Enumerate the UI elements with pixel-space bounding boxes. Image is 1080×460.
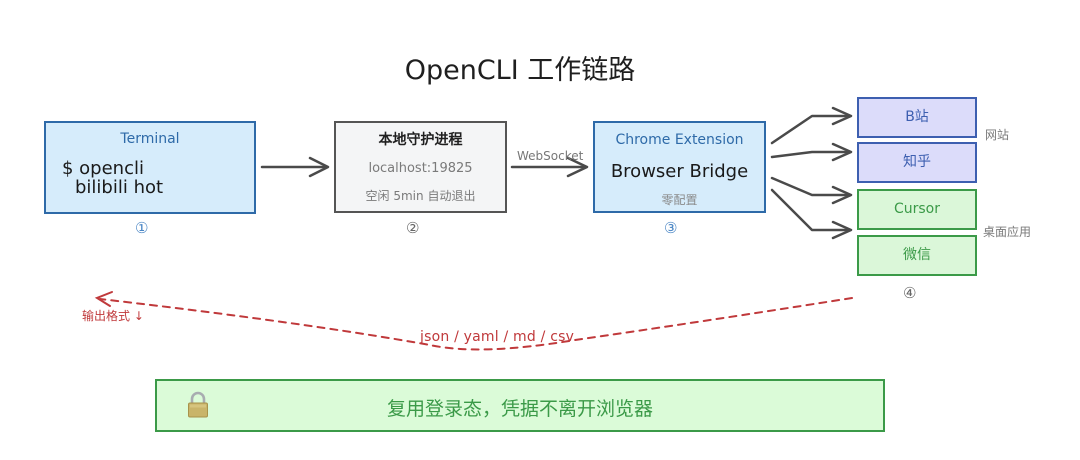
extension-name: Browser Bridge [610, 161, 749, 182]
arrow-head-terminal-to-daemon [308, 156, 330, 178]
return-arrow-head [94, 291, 113, 307]
arrow-to-wechat [770, 188, 852, 232]
daemon-address: localhost:19825 [368, 161, 473, 176]
arrow-head-to-wechat [831, 220, 853, 240]
daemon-node: 本地守护进程 localhost:19825 空闲 5min 自动退出 [334, 121, 507, 213]
extension-note: 零配置 [661, 193, 698, 207]
step-3-marker: ③ [664, 219, 678, 237]
step-1-marker: ① [135, 219, 149, 237]
return-dashed-path [99, 297, 853, 351]
terminal-command: $ opencli bilibili hot [62, 159, 163, 197]
desktop-group-label: 桌面应用 [983, 225, 1032, 239]
website-group-label: 网站 [985, 128, 1010, 142]
target-bilibili: B站 [857, 97, 977, 138]
daemon-label: 本地守护进程 [378, 132, 463, 148]
arrow-head-to-bilibili [831, 106, 853, 126]
diagram-title: OpenCLI 工作链路 [404, 55, 636, 86]
terminal-node: Terminal $ opencli bilibili hot [44, 121, 256, 214]
daemon-note: 空闲 5min 自动退出 [365, 189, 476, 203]
step-4-marker: ④ [903, 284, 917, 302]
arrow-head-to-cursor [831, 185, 853, 205]
target-zhihu: 知乎 [857, 142, 977, 183]
arrow-to-bilibili [770, 114, 852, 145]
login-reuse-banner: 复用登录态，凭据不离开浏览器 [155, 379, 885, 432]
banner-text: 复用登录态，凭据不离开浏览器 [386, 398, 653, 420]
target-wechat: 微信 [857, 235, 977, 276]
lock-icon [188, 391, 208, 418]
step-2-marker: ② [406, 219, 420, 237]
arrow-head-daemon-to-extension [566, 156, 589, 178]
output-format-list: json / yaml / md / csv [420, 329, 575, 345]
terminal-command-line1: $ opencli [62, 158, 144, 179]
arrow-to-cursor [770, 176, 852, 197]
extension-label: Chrome Extension [615, 132, 744, 148]
target-cursor: Cursor [857, 189, 977, 230]
output-format-label: 输出格式 ↓ [82, 309, 144, 323]
terminal-label: Terminal [120, 131, 180, 147]
arrow-head-to-zhihu [831, 142, 853, 162]
terminal-command-line2: bilibili hot [75, 177, 164, 198]
extension-node: Chrome Extension Browser Bridge 零配置 [593, 121, 766, 213]
arrow-to-zhihu [770, 150, 852, 159]
websocket-label: WebSocket [517, 149, 584, 163]
